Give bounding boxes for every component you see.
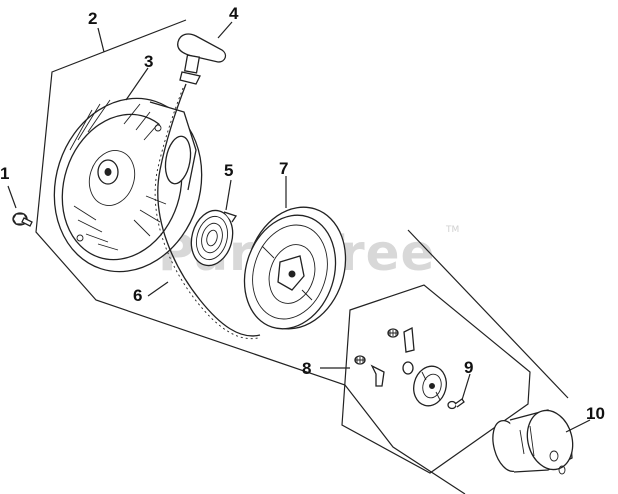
- assembly-outline-right: [407, 229, 569, 399]
- callout-1: 1: [0, 164, 9, 183]
- starter-cup[interactable]: [488, 405, 579, 475]
- callout-9: 9: [464, 358, 473, 377]
- callout-3: 3: [144, 52, 153, 71]
- starter-housing[interactable]: [32, 79, 223, 291]
- leader-lines: [7, 21, 591, 433]
- watermark-trademark: TM: [445, 225, 459, 235]
- callout-7: 7: [279, 159, 288, 178]
- callout-8: 8: [302, 359, 311, 378]
- assembly-outline: [35, 19, 466, 494]
- recoil-spring[interactable]: [185, 206, 238, 270]
- starter-rope-texture: [154, 87, 259, 340]
- callout-6: 6: [133, 286, 142, 305]
- subassembly-8-outline: [341, 284, 531, 474]
- starter-rope[interactable]: [157, 83, 261, 337]
- callout-4: 4: [229, 4, 239, 23]
- callout-10: 10: [586, 404, 605, 423]
- starter-handle[interactable]: [177, 33, 227, 85]
- callout-2: 2: [88, 9, 97, 28]
- mounting-bolt[interactable]: [12, 212, 33, 227]
- callout-5: 5: [224, 161, 233, 180]
- ratchet-kit[interactable]: [354, 326, 451, 409]
- rope-reel[interactable]: [230, 194, 361, 342]
- ratchet-screw[interactable]: [447, 398, 465, 410]
